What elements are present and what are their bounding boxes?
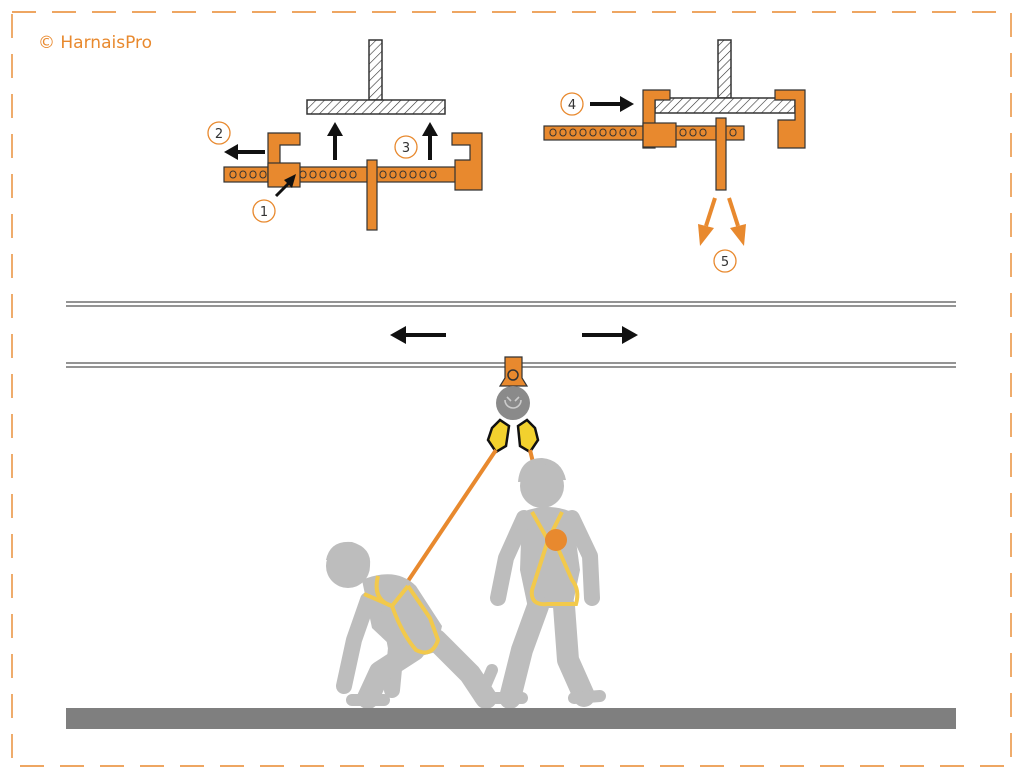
anchor-post [366, 159, 378, 231]
step-2-label: 2 [215, 127, 223, 142]
beam-flange [654, 97, 796, 114]
step-1-label: 1 [260, 205, 268, 220]
head [326, 544, 370, 588]
standing-worker-harness [529, 511, 580, 607]
arrow-right-icon [582, 326, 638, 344]
torso [362, 574, 442, 660]
clamp-closed-diagram: 4 5 [543, 39, 806, 273]
leg-right [553, 595, 595, 707]
standing-worker [490, 458, 606, 709]
carabiner-right [516, 418, 540, 454]
step-1-marker: 1 [252, 199, 276, 223]
arrow-right-icon [590, 96, 634, 112]
kneeling-worker-harness [363, 575, 441, 655]
arm-left [336, 592, 376, 694]
right-jaw [774, 89, 806, 149]
arrow-left-icon [390, 326, 446, 344]
arrow-up-icon [422, 122, 438, 160]
leg-front [357, 639, 425, 709]
ground [66, 708, 956, 729]
kneeling-worker [326, 541, 498, 709]
leg-left [499, 595, 549, 709]
step-4-label: 4 [568, 98, 576, 113]
step-5-marker: 5 [713, 249, 737, 273]
step-3-label: 3 [402, 141, 410, 156]
step-5-label: 5 [721, 255, 729, 270]
sliding-lock [642, 122, 677, 148]
swivel-device [496, 386, 530, 420]
carabiner-left [486, 418, 511, 454]
lanyard-left [404, 448, 498, 586]
load-direction-icon [698, 197, 746, 246]
bar-holes [549, 128, 737, 137]
beam-web [368, 39, 383, 101]
copyright-text: © HarnaisPro [38, 33, 153, 53]
dashed-frame [11, 11, 1012, 767]
beam-flange [306, 99, 446, 115]
beam-web [717, 39, 732, 99]
arrow-up-icon [327, 122, 343, 160]
arrow-left-icon [224, 144, 265, 160]
step-2-marker: 2 [207, 121, 231, 145]
clamp-open-diagram: 1 2 3 [207, 39, 483, 231]
arm-left [490, 510, 532, 606]
anchor-post [715, 117, 727, 191]
clamp-bar [223, 166, 481, 183]
head [520, 464, 564, 508]
bar-holes [229, 170, 437, 179]
arrow-pointer-icon [274, 174, 296, 198]
right-jaw [451, 132, 483, 191]
step-4-marker: 4 [560, 92, 584, 116]
arm-right [564, 510, 600, 606]
step-3-marker: 3 [394, 135, 418, 159]
rail-trolley [486, 356, 540, 454]
